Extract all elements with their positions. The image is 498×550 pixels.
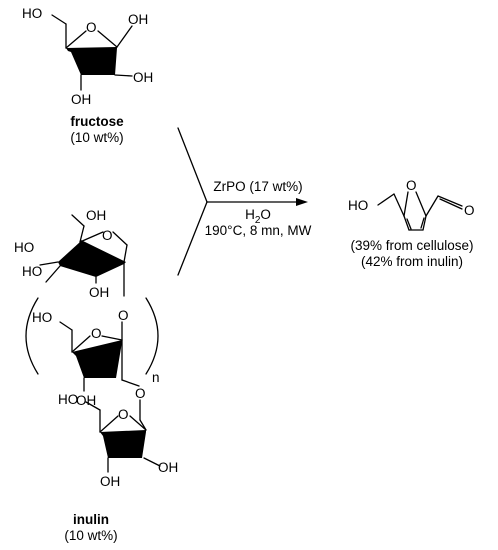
hmf-ring-o-label: O [406,178,417,193]
fructose-ring-o-label: O [86,20,97,35]
repeat-ho-ring-label: HO [92,348,112,363]
hmf-structure: HO O O [348,178,475,231]
inulin-loading: (10 wt%) [64,528,117,543]
end-ring-o-label: O [118,407,129,422]
end-ho-ch2-label: HO [58,392,78,407]
link-o1-label: O [118,308,129,323]
fructose-ho-ring-label: HO [86,46,106,61]
glucose-ho-c3-label: HO [22,264,42,279]
end-ho-ring-label: HO [116,429,136,444]
inulin-glucose-unit: OH O HO HO OH [14,208,128,300]
conditions-params-label: 190°C, 8 mn, MW [205,223,312,238]
fructose-structure: HO O OH HO OH OH [22,6,153,107]
link-o2-label: O [135,386,146,401]
repeat-bracket-left [25,297,39,375]
fructose-oh-anomeric-label: OH [128,12,148,27]
reaction-arrow [177,127,308,276]
fructose-ho-ch2-label: HO [22,6,42,21]
catalyst-label: ZrPO (17 wt%) [213,179,302,194]
inulin-repeat-unit: HO O HO OH n [25,297,160,408]
fructose-loading: (10 wt%) [70,130,123,145]
hmf-ho-label: HO [348,198,368,213]
fructose-oh-c3-label: OH [71,92,91,107]
fructose-oh-c4-label: OH [133,70,153,85]
repeat-ho-ch2-label: HO [32,310,52,325]
inulin-name: inulin [73,512,109,527]
hmf-carbonyl-o-label: O [464,203,475,218]
glucose-ring-o-label: O [102,228,113,243]
glucose-ho-c4-label: HO [14,240,34,255]
glucose-oh-top-label: OH [86,208,106,223]
yield-cellulose-label: (39% from cellulose) [350,238,473,253]
end-oh-c1-label: OH [158,460,178,475]
repeat-n-label: n [152,370,160,385]
yield-inulin-label: (42% from inulin) [361,254,463,269]
repeat-bracket-right [145,297,159,375]
glucose-oh-c2-label: OH [89,285,109,300]
fructose-name: fructose [70,114,124,129]
end-oh-c4-label: OH [100,474,120,489]
inulin-end-unit: HO O HO OH OH [58,392,178,489]
solvent-label: H2O [245,207,271,226]
repeat-ring-o-label: O [91,326,102,341]
